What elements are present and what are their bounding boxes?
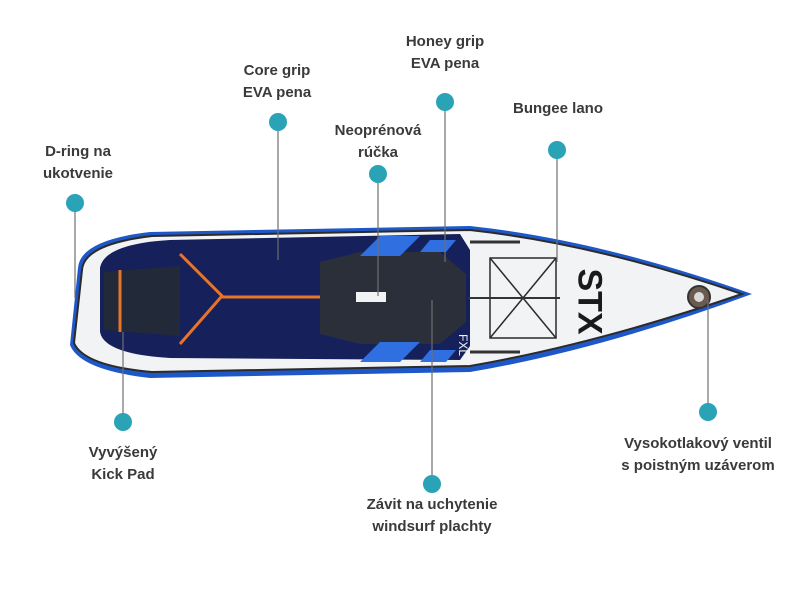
neoprene-handle xyxy=(356,292,386,302)
callout-dot-coregrip xyxy=(269,113,287,131)
callout-dot-handle xyxy=(369,165,387,183)
callout-dot-kickpad xyxy=(114,413,132,431)
center-grip xyxy=(320,252,466,344)
callout-dot-finbox xyxy=(423,475,441,493)
callout-dot-honeygrip xyxy=(436,93,454,111)
callout-dot-valve xyxy=(699,403,717,421)
callout-dot-dring xyxy=(66,194,84,212)
board-brand-mark: STX xyxy=(570,268,609,335)
kick-pad xyxy=(104,266,180,336)
callout-dot-bungee xyxy=(548,141,566,159)
board-model-mark: FXL xyxy=(456,333,471,357)
label-bungee: Bungee lano xyxy=(512,100,603,117)
